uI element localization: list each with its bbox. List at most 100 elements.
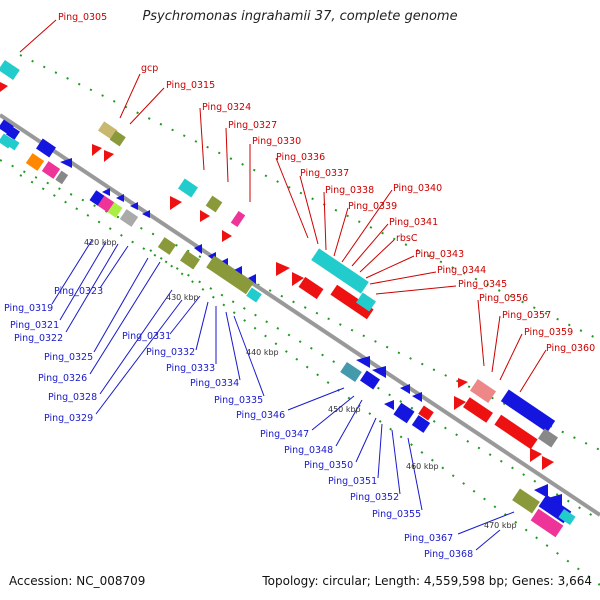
gene-label: Ping_0324: [202, 102, 251, 113]
gene-arrow-forward: [170, 196, 182, 210]
gene-arrow-reverse: [400, 384, 410, 394]
gene-label: Ping_0305: [58, 12, 107, 23]
gene-arrow-reverse: [130, 202, 138, 210]
scale-label: 450 kbp: [328, 405, 361, 414]
gene-label: Ping_0338: [325, 185, 374, 196]
gene-label: Ping_0329: [44, 413, 93, 424]
gene-features[interactable]: [0, 59, 576, 538]
gene-arrow-forward: [104, 150, 114, 162]
gene-label: Ping_0333: [166, 363, 215, 374]
gene-arrow-reverse: [412, 392, 422, 402]
gene-arrow-reverse: [194, 244, 202, 254]
gene-label: Ping_0346: [236, 410, 285, 421]
gene-arrow-reverse: [384, 400, 394, 410]
gene-block: [246, 287, 262, 303]
gene-label: Ping_0360: [546, 343, 595, 354]
gene-arrow-reverse: [60, 158, 72, 168]
gene-block: [340, 361, 362, 383]
gene-block: [558, 508, 576, 526]
gene-label: Ping_0319: [4, 303, 53, 314]
gene-block: [330, 284, 374, 320]
gene-arrow-reverse: [142, 210, 150, 218]
scale-label: 440 kbp: [246, 348, 279, 357]
gene-block: [98, 121, 118, 140]
gene-label: Ping_0367: [404, 533, 453, 544]
gene-label: Ping_0328: [48, 392, 97, 403]
gene-block: [7, 138, 20, 151]
map-title: Psychromonas ingrahamii 37, complete gen…: [142, 9, 458, 24]
gene-block: [157, 237, 177, 255]
backbone: [0, 113, 600, 517]
gene-block: [25, 153, 45, 171]
gene-block: [41, 161, 61, 179]
gene-label: Ping_0322: [14, 333, 63, 344]
gene-block: [109, 130, 126, 147]
gene-arrow-forward: [458, 378, 468, 388]
gene-label: Ping_0325: [44, 352, 93, 363]
gene-labels-top[interactable]: Ping_0305 gcp Ping_0315 Ping_0324 Ping_0…: [58, 12, 595, 354]
gene-label: Ping_0344: [437, 265, 486, 276]
gene-arrow-reverse: [534, 484, 548, 498]
gene-block: [393, 402, 415, 424]
gene-block: [206, 255, 254, 295]
gene-block: [469, 379, 497, 403]
gene-arrow-forward: [222, 230, 232, 242]
gene-label: Ping_0345: [458, 279, 507, 290]
gene-label: Ping_0352: [350, 492, 399, 503]
gene-block: [500, 389, 556, 433]
gene-block: [360, 370, 380, 390]
gene-arrow-forward: [292, 272, 304, 286]
scale-label: 460 kbp: [406, 462, 439, 471]
leader-lines-top: [19, 19, 547, 393]
gene-arrow-forward: [542, 456, 554, 470]
genome-summary-text: Topology: circular; Length: 4,559,598 bp…: [262, 574, 592, 588]
gene-arrow-forward: [276, 262, 290, 276]
gene-label: Ping_0335: [214, 395, 263, 406]
gene-arrow-reverse: [102, 188, 110, 196]
gene-label: Ping_0337: [300, 168, 349, 179]
gene-block: [418, 405, 434, 421]
gene-block: [298, 276, 324, 300]
gene-block: [36, 138, 56, 158]
gene-arrow-forward: [454, 396, 466, 410]
gene-block: [180, 250, 200, 270]
gene-block: [205, 195, 223, 213]
gene-label: Ping_0334: [190, 378, 239, 389]
gene-block: [512, 488, 540, 514]
gene-label: Ping_0355: [372, 509, 421, 520]
gene-block: [356, 292, 376, 312]
gene-label: Ping_0326: [38, 373, 87, 384]
gene-label: Ping_0323: [54, 286, 103, 297]
gene-label: Ping_0332: [146, 347, 195, 358]
gene-arrow-forward: [0, 82, 8, 92]
gene-label: Ping_0336: [276, 152, 325, 163]
gene-label: Ping_0350: [304, 460, 353, 471]
gene-label: Ping_0357: [502, 310, 551, 321]
gene-arrow-forward: [92, 144, 102, 156]
gene-block: [311, 248, 369, 294]
gene-label: Ping_0351: [328, 476, 377, 487]
leader-lines-bottom: [51, 239, 515, 551]
gene-block: [178, 178, 198, 198]
gene-label: Ping_0327: [228, 120, 277, 131]
gene-block: [230, 210, 246, 228]
gene-labels-bottom[interactable]: Ping_0319 Ping_0321 Ping_0322 Ping_0323 …: [4, 286, 473, 560]
gene-block: [494, 414, 538, 450]
scale-labels: 420 kbp 430 kbp 440 kbp 450 kbp 460 kbp …: [84, 238, 517, 530]
gene-label: Ping_0348: [284, 445, 333, 456]
gene-label: Ping_0341: [389, 217, 438, 228]
gene-block: [119, 209, 139, 227]
gene-block: [530, 508, 564, 538]
gene-block: [538, 428, 558, 448]
gene-label: Ping_0321: [10, 320, 59, 331]
gene-label: Ping_0359: [524, 327, 573, 338]
gene-arrow-reverse: [372, 366, 386, 378]
gene-block: [463, 397, 493, 423]
gene-arrow-forward: [200, 210, 210, 222]
gene-label: Ping_0343: [415, 249, 464, 260]
gene-block: [6, 126, 20, 140]
gene-label: Ping_0368: [424, 549, 473, 560]
gene-block: [55, 170, 69, 185]
gene-label: gcp: [141, 63, 158, 74]
